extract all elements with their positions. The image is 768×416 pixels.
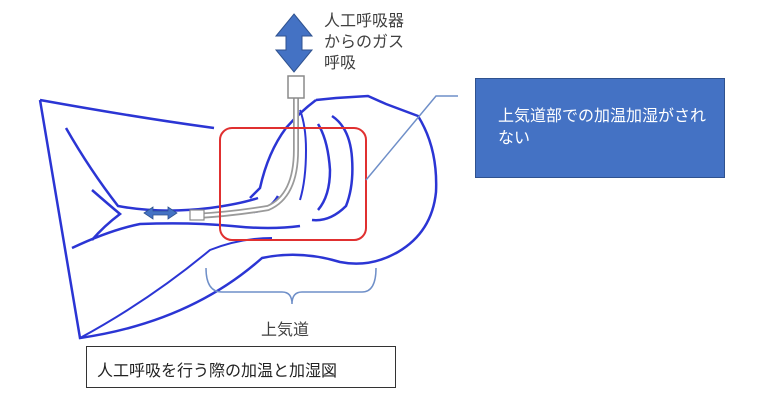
back-of-head-outline — [39, 98, 215, 130]
tube-connector — [287, 75, 305, 99]
callout-leader-line — [365, 95, 458, 181]
double-horizontal-arrow-icon — [143, 206, 178, 220]
palate-outline — [299, 109, 308, 201]
trachea-upper-outline — [64, 127, 259, 212]
neck-inner-outline — [79, 237, 273, 339]
bronchi-outline — [91, 189, 123, 241]
oral-cavity-outline — [311, 114, 354, 222]
figure-caption: 人工呼吸を行う際の加温と加湿図 — [86, 346, 396, 388]
double-vertical-arrow-icon — [274, 13, 314, 73]
trachea-lower-outline — [71, 222, 301, 250]
no-humidification-note: 上気道部での加温加湿がされない — [475, 78, 725, 178]
endotracheal-tube-inner — [194, 94, 298, 218]
upper-airway-label: 上気道 — [261, 320, 310, 339]
caption-text: 人工呼吸を行う際の加温と加湿図 — [97, 361, 338, 380]
upper-airway-highlight-rect — [219, 127, 367, 241]
ventilator-gas-label: 人工呼吸器 からのガス 呼吸 — [324, 11, 405, 72]
tube-cuff — [189, 209, 205, 221]
head-profile-outline — [38, 94, 438, 340]
note-text: 上気道部での加温加湿がされない — [498, 106, 707, 147]
upper-airway-bracket — [205, 267, 377, 305]
